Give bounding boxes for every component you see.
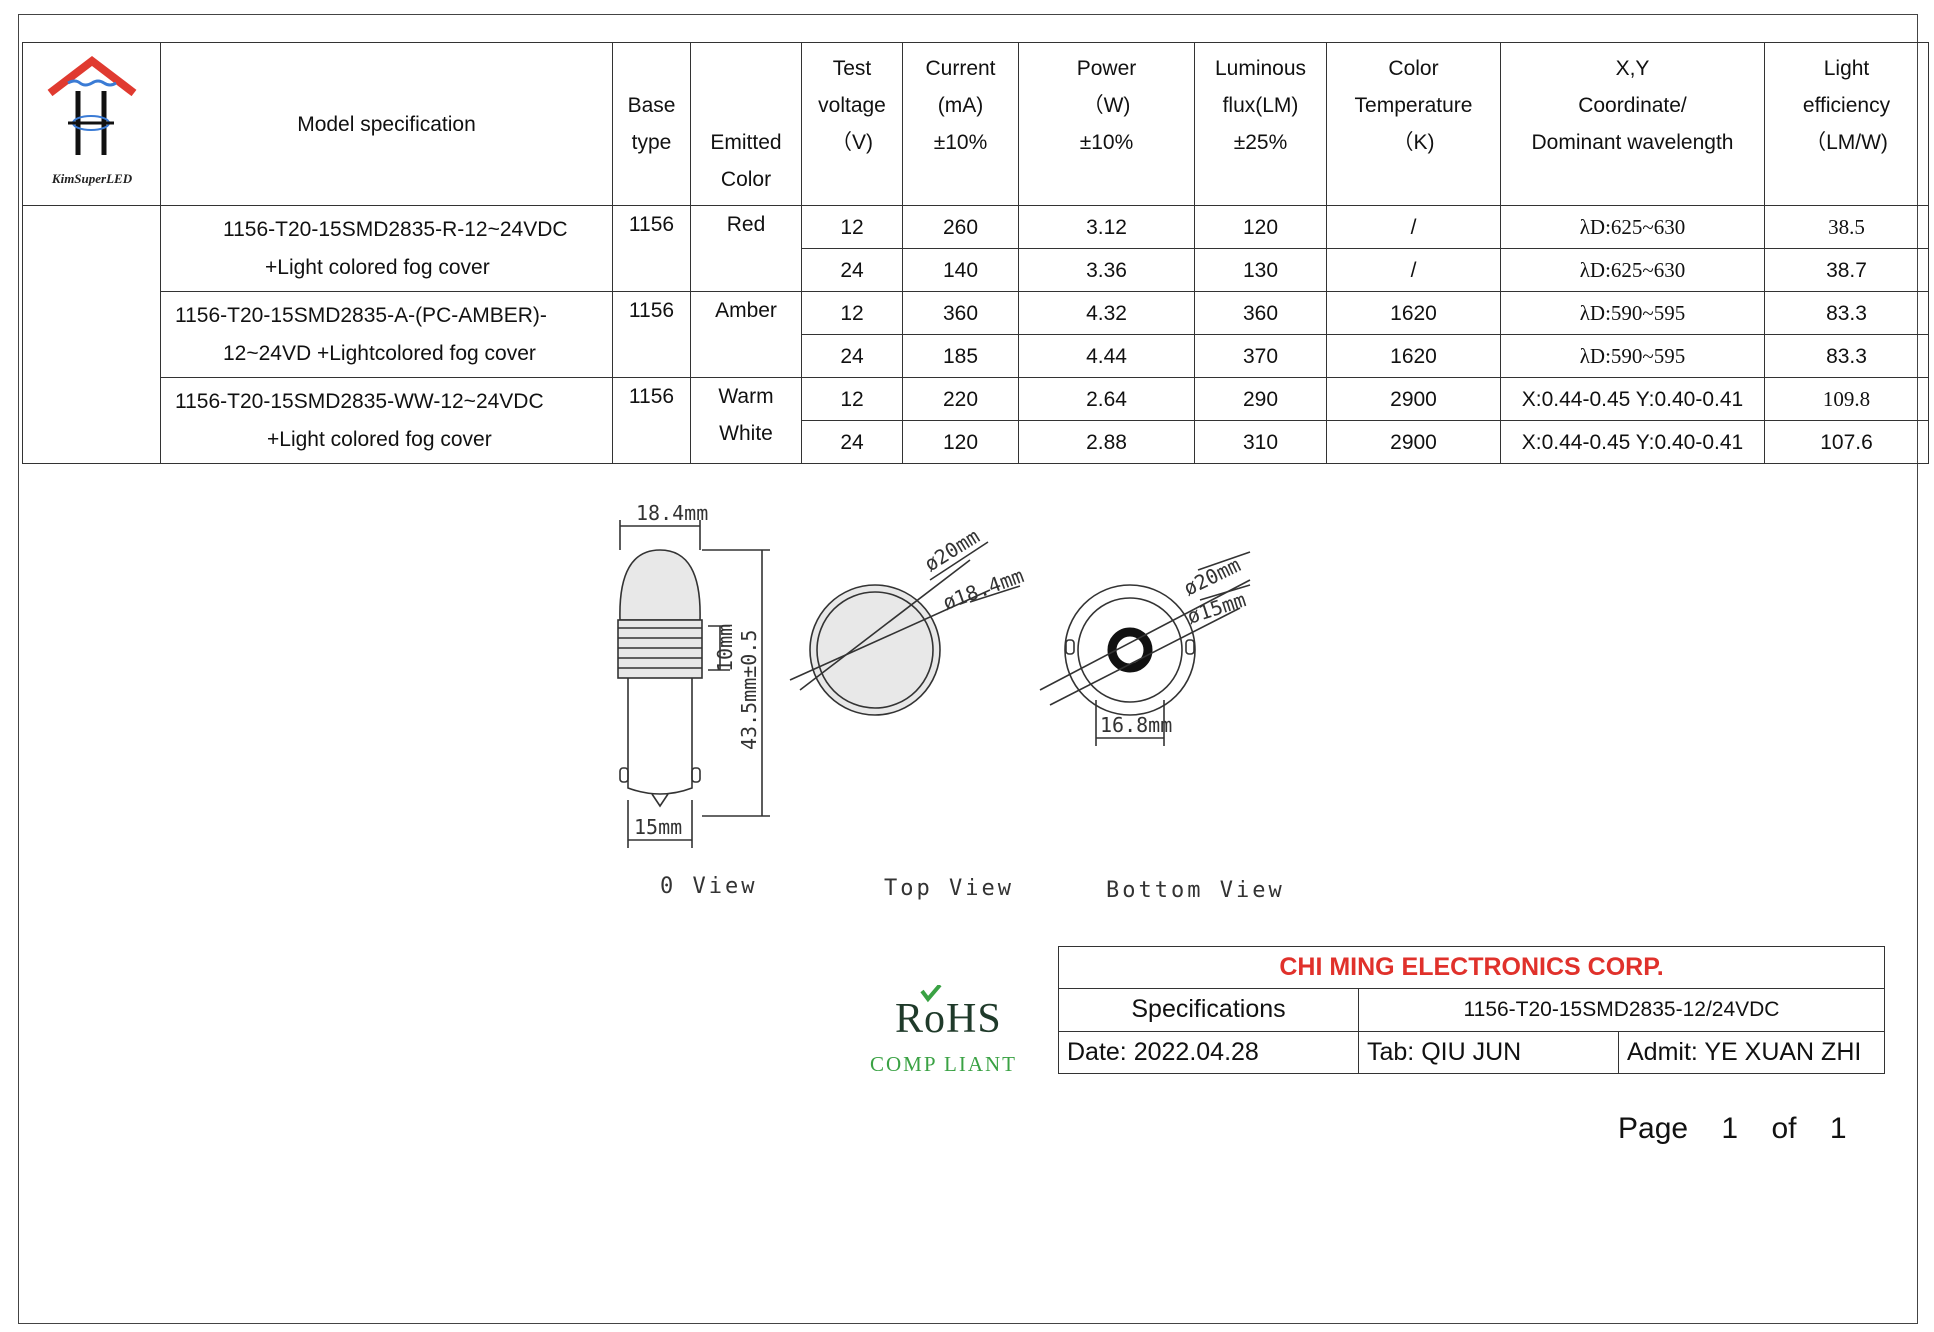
flux-cell: 370 [1194,334,1327,378]
dim-base-width: 15mm [634,815,682,839]
tab-field: Tab: QIU JUN [1358,1030,1619,1075]
dim-width-top: 18.4mm [636,501,708,525]
dim-height: 43.5mm±0.5 [737,630,761,750]
side-view [617,520,770,848]
power-cell: 3.12 [1018,205,1195,249]
color-cell: Warm White [690,377,802,464]
temp-cell: / [1326,205,1501,249]
top-view [789,541,1021,716]
document-frame [18,14,1918,1324]
eff-cell: 83.3 [1764,334,1929,378]
spec-table: KimSuperLED Model specification . Base t… [22,42,1929,464]
page-number: Page 1 of 1 [1618,1112,1847,1145]
header-model: Model specification [160,42,613,206]
power-cell: 3.36 [1018,248,1195,292]
header-base-type: . Base type . [612,42,691,206]
current-cell: 260 [902,205,1019,249]
bottom-view [1039,551,1251,746]
technical-drawing: 18.4mm 43.5mm±0.5 10mm 15mm ø20mm ø18.4m… [617,501,1251,848]
coord-cell: X:0.44-0.45 Y:0.40-0.41 [1500,377,1765,421]
table-row: 24 120 2.88 310 2900 X:0.44-0.45 Y:0.40-… [23,420,1929,464]
base-cell: 1156 [612,205,691,292]
rohs-subtitle: COMP LIANT [870,1052,1017,1076]
spec-value: 1156-T20-15SMD2835-12/24VDC [1358,988,1885,1032]
eff-cell: 109.8 [1764,377,1929,421]
model-cell: 1156-T20-15SMD2835-R-12~24VDC +Light col… [160,205,613,292]
table-row: 1156-T20-15SMD2835-R-12~24VDC +Light col… [22,205,1929,464]
side-view-label: 0 View [660,874,758,899]
base-cell: 1156 [612,377,691,464]
current-cell: 120 [902,420,1019,464]
model-cell: 1156-T20-15SMD2835-WW-12~24VDC +Light co… [160,377,613,464]
dim-top-outer: ø20mm [920,524,984,576]
coord-cell: X:0.44-0.45 Y:0.40-0.41 [1500,420,1765,464]
temp-cell: 1620 [1326,291,1501,335]
coord-cell: λD:590~595 [1500,334,1765,378]
base-cell: 1156 [612,291,691,378]
power-cell: 4.44 [1018,334,1195,378]
voltage-cell: 12 [801,291,903,335]
temp-cell: 2900 [1326,420,1501,464]
flux-cell: 310 [1194,420,1327,464]
header-test-voltage: Test voltage （V) . [801,42,903,206]
voltage-cell: 12 [801,205,903,249]
voltage-cell: 24 [801,248,903,292]
company-name: CHI MING ELECTRONICS CORP. [1058,945,1885,990]
header-power: Power （W) ±10% . [1018,42,1195,206]
logo-cell-spacer [22,205,161,464]
date-field: Date: 2022.04.28 [1058,1030,1359,1075]
header-color-temperature: Color Temperature （K) . [1326,42,1501,206]
kimsuperled-logo: KimSuperLED [47,55,136,186]
dim-top-inner: ø18.4mm [940,563,1027,614]
bottom-view-label: Bottom View [1106,878,1285,903]
dim-bottom-width: 16.8mm [1100,713,1172,737]
header-emitted-color: . . Emitted Color [690,42,802,206]
check-icon [920,985,942,1003]
spec-label: Specifications [1058,988,1359,1032]
voltage-cell: 24 [801,334,903,378]
logo-cell: KimSuperLED [22,42,161,206]
current-cell: 140 [902,248,1019,292]
header-coordinate: X,Y Coordinate/ Dominant wavelength . [1500,42,1765,206]
rohs-logo [920,985,942,1003]
voltage-cell: 12 [801,377,903,421]
color-cell: Red [690,205,802,292]
title-block: CHI MING ELECTRONICS CORP. Specification… [1058,945,1885,1075]
eff-cell: 107.6 [1764,420,1929,464]
flux-cell: 360 [1194,291,1327,335]
current-cell: 360 [902,291,1019,335]
flux-cell: 130 [1194,248,1327,292]
power-cell: 2.88 [1018,420,1195,464]
table-row: 1156-T20-15SMD2835-A-(PC-AMBER)- 12~24VD… [23,291,1929,378]
eff-cell: 83.3 [1764,291,1929,335]
eff-cell: 38.7 [1764,248,1929,292]
coord-cell: λD:625~630 [1500,205,1765,249]
eff-cell: 38.5 [1764,205,1929,249]
table-row: 24 185 4.44 370 1620 λD:590~595 83.3 [23,334,1929,378]
flux-cell: 290 [1194,377,1327,421]
header-light-efficiency: Light efficiency （LM/W) . [1764,42,1929,206]
header-luminous-flux: Luminous flux(LM) ±25% . [1194,42,1327,206]
temp-cell: / [1326,248,1501,292]
top-view-label: Top View [884,876,1014,901]
table-row: 1156-T20-15SMD2835-WW-12~24VDC +Light co… [23,377,1929,464]
current-cell: 185 [902,334,1019,378]
model-cell: 1156-T20-15SMD2835-A-(PC-AMBER)- 12~24VD… [160,291,613,378]
voltage-cell: 24 [801,420,903,464]
power-cell: 4.32 [1018,291,1195,335]
rohs-title: RoHS [895,996,1002,1042]
current-cell: 220 [902,377,1019,421]
power-cell: 2.64 [1018,377,1195,421]
dim-fins: 10mm [713,624,737,672]
coord-cell: λD:590~595 [1500,291,1765,335]
temp-cell: 1620 [1326,334,1501,378]
flux-cell: 120 [1194,205,1327,249]
temp-cell: 2900 [1326,377,1501,421]
header-current: Current (mA) ±10% . [902,42,1019,206]
color-cell: Amber [690,291,802,378]
logo-text: KimSuperLED [50,171,132,186]
admit-field: Admit: YE XUAN ZHI [1618,1030,1885,1075]
coord-cell: λD:625~630 [1500,248,1765,292]
